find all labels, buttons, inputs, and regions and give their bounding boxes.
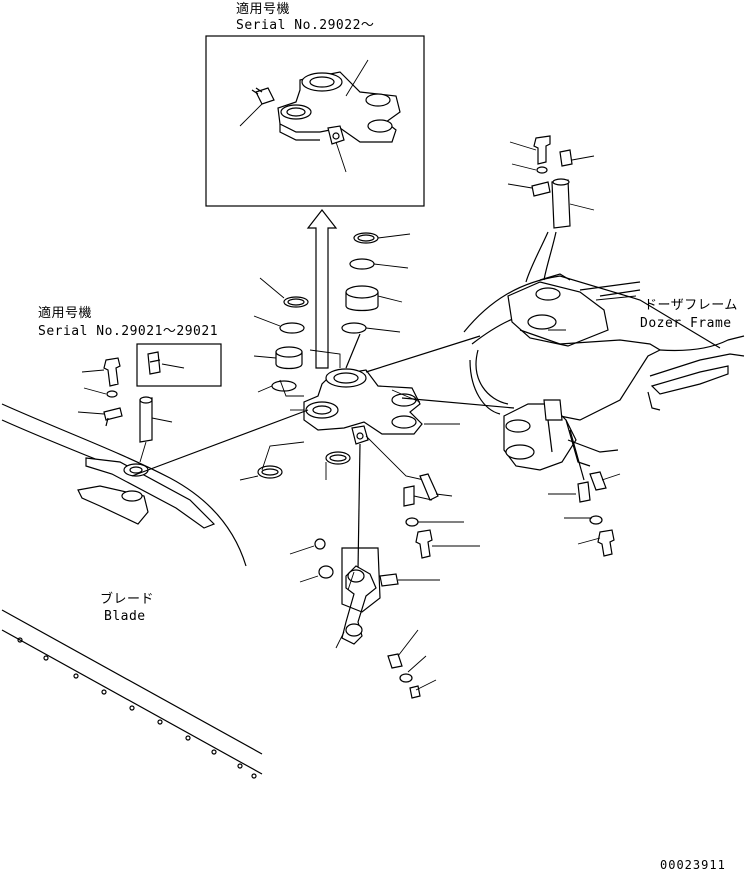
- bushings-and-rings: [239, 232, 460, 481]
- drawing-number: 00023911: [660, 858, 726, 872]
- assembly-lines: [131, 333, 515, 477]
- link-and-hardware: [289, 435, 480, 699]
- inset-box-top: [205, 35, 425, 207]
- blade-drawing: [1, 403, 263, 779]
- right-parts-stack: [507, 135, 637, 557]
- inset-top-title: 適用号機: [236, 2, 291, 17]
- upgrade-arrow: [306, 209, 338, 369]
- left-parts-stack: [77, 357, 173, 463]
- blade-holes: [17, 637, 257, 779]
- inset-box-left: [136, 343, 222, 387]
- dozer-frame-label-en: Dozer Frame: [640, 316, 732, 331]
- grease-fitting-icon: [251, 87, 275, 105]
- inset-bracket-drawing: [277, 71, 401, 145]
- blade-label-en: Blade: [104, 609, 146, 624]
- grease-fitting-small-icon: [147, 351, 161, 375]
- inset-left-title: 適用号機: [38, 306, 93, 321]
- blade-label-jp: ブレード: [100, 592, 155, 607]
- dozer-frame-label-jp: ドーザフレーム: [644, 298, 738, 313]
- dozer-frame-drawing: [463, 231, 745, 471]
- center-bracket: [303, 368, 423, 445]
- inset-left-serial: Serial No.29021～29021: [38, 324, 219, 339]
- inset-top-serial: Serial No.29022～: [236, 18, 375, 33]
